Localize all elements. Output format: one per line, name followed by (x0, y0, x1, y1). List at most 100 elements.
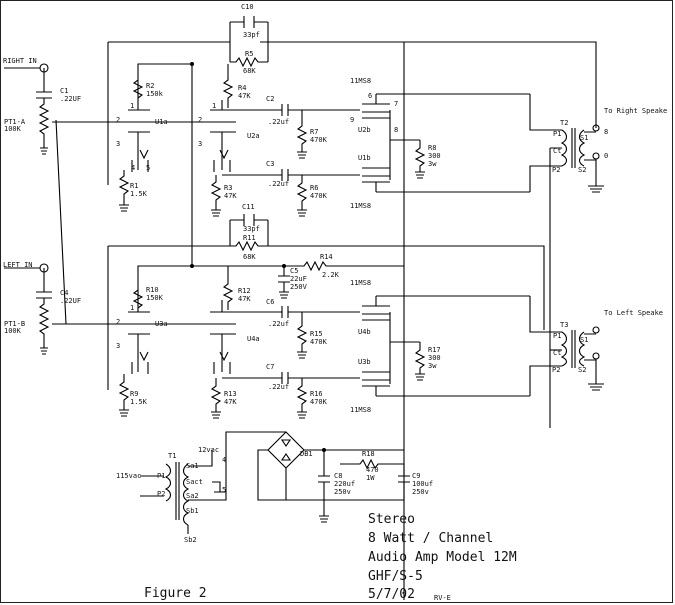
title-line-3: Audio Amp Model 12M (368, 550, 517, 565)
r1-label: R1 (130, 182, 138, 190)
t2-ct: Ct (553, 147, 561, 155)
title-line-1: Stereo (368, 512, 415, 527)
u1b-label: U1b (358, 154, 371, 162)
pin-9-top: 9 (350, 116, 354, 124)
resistor-r2 (132, 63, 192, 99)
title-revision: RV-E (434, 594, 451, 602)
t2-label: T2 (560, 119, 568, 127)
tube-u3a (107, 246, 192, 390)
r14-label: R14 (320, 253, 333, 261)
pin-2-u3a: 2 (116, 318, 120, 326)
c11-value: 33pf (243, 225, 260, 233)
t2-s2: S2 (578, 166, 586, 174)
r15-value: 470K (310, 338, 328, 346)
t3-label: T3 (560, 321, 568, 329)
t2-p2: P2 (552, 166, 560, 174)
tube-u4b-u3b (362, 295, 530, 397)
r12-label: R12 (238, 287, 251, 295)
r10-value: 150K (146, 294, 164, 302)
r16-value: 470K (310, 398, 328, 406)
c10-value: 33pf (243, 31, 260, 39)
t1-label: T1 (168, 452, 176, 460)
r4-label: R4 (238, 84, 246, 92)
pin-2-u2a: 2 (198, 116, 202, 124)
power-supply (140, 431, 410, 534)
tube-u4a (150, 266, 236, 374)
r8-value: 300 (428, 152, 441, 160)
r12-value: 47K (238, 295, 251, 303)
c2-label: C2 (266, 95, 274, 103)
resistor-r1 (118, 170, 130, 212)
figure-caption: Figure 2 (144, 586, 207, 601)
r17-label: R17 (428, 346, 441, 354)
r14-value: 2.2K (322, 271, 340, 279)
c8-label: C8 (334, 472, 342, 480)
tube-u2b-u1b (362, 42, 530, 600)
sa1-label: Sa1 (186, 462, 199, 470)
pin-1-u3a: 1 (130, 304, 134, 312)
u2b-label: U2b (358, 126, 371, 134)
c2-value: .22uf (268, 118, 289, 126)
t3-ct: Ct (553, 349, 561, 357)
c8-value: 220uf (334, 480, 355, 488)
title-line-2: 8 Watt / Channel (368, 531, 493, 546)
left-input (4, 119, 140, 355)
c7-value: .22uf (268, 383, 289, 391)
pin-1-u2a: 1 (212, 102, 216, 110)
sa2-label: Sa2 (186, 492, 199, 500)
c11-label: C11 (242, 203, 255, 211)
pin-8-top: 8 (394, 126, 398, 134)
t2-s1: S1 (580, 134, 588, 142)
r2-value: 150k (146, 90, 164, 98)
r4-value: 47K (238, 92, 251, 100)
left-in-label: LEFT IN (3, 261, 33, 269)
right-in-label: RIGHT IN (3, 57, 37, 65)
pt1b-value: 100K (4, 327, 22, 335)
t2-pin-0: 0 (604, 152, 608, 160)
t3-s2: S2 (578, 366, 586, 374)
r5-value: 68K (243, 67, 256, 75)
c9-label: C9 (412, 472, 420, 480)
pin-5-u1a: 5 (146, 164, 150, 172)
t1-p1: P1 (157, 472, 165, 480)
c6-value: .22uf (268, 320, 289, 328)
transformer-t3 (529, 296, 604, 396)
c3-label: C3 (266, 160, 274, 168)
tube2-label: 11MS8 (350, 202, 371, 210)
c1-value: .22UF (60, 95, 81, 103)
r2-label: R2 (146, 82, 154, 90)
r3-value: 47K (224, 192, 237, 200)
c9-value: 100uf (412, 480, 433, 488)
t2-p1: P1 (553, 130, 561, 138)
sact-label: Sact (186, 478, 203, 486)
pt1a-value: 100K (4, 125, 22, 133)
pin-7-top: 7 (394, 100, 398, 108)
r7-label: R7 (310, 128, 318, 136)
r3-label: R3 (224, 184, 232, 192)
resistor-r4 (222, 64, 234, 108)
pin-4-heater: 4 (222, 456, 226, 464)
t3-p1: P1 (553, 332, 561, 340)
sb1-label: Sb1 (186, 507, 199, 515)
feedback-network-right (107, 16, 597, 185)
c1-label: C1 (60, 87, 68, 95)
r13-label: R13 (224, 390, 237, 398)
t2-pin-8: 8 (604, 128, 608, 136)
r17-value: 300 (428, 354, 441, 362)
right-out-label: To Right Speake (604, 107, 667, 115)
r18-watts: 1W (366, 474, 375, 482)
v12-label: 12vac (198, 446, 219, 454)
r11-value: 68K (243, 253, 256, 261)
c8-volt: 250v (334, 488, 351, 496)
r13-value: 47K (224, 398, 237, 406)
feedback-network-left (108, 214, 545, 330)
resistor-r14 (190, 260, 404, 299)
c6-label: C6 (266, 298, 274, 306)
r11-label: R11 (243, 234, 256, 242)
pin-6-top: 6 (368, 92, 372, 100)
r17-watts: 3w (428, 362, 437, 370)
left-out-label: To Left Speake (604, 309, 663, 317)
c4-value: .22UF (60, 297, 81, 305)
